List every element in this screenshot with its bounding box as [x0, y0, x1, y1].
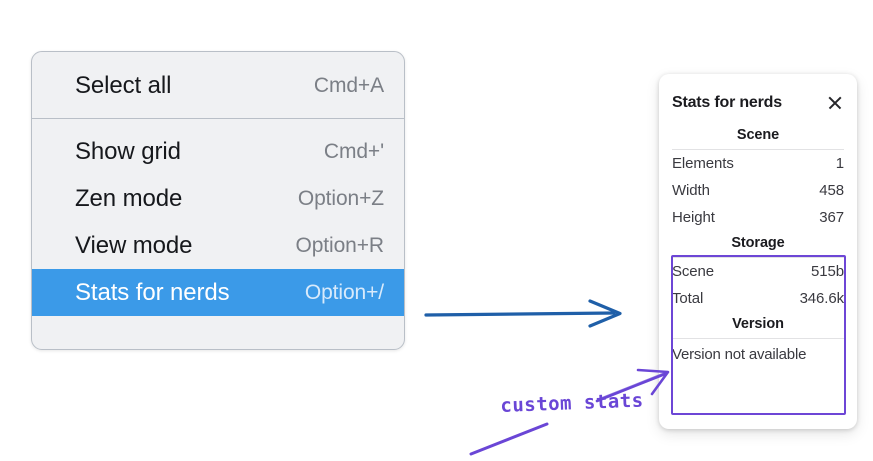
stats-panel-header: Stats for nerds	[672, 74, 844, 123]
menu-item-shortcut: Option+R	[295, 234, 384, 257]
arrow-up-right-icon	[595, 368, 670, 403]
version-note: Version not available	[672, 346, 807, 363]
stat-value: 458	[819, 182, 844, 199]
stat-label: Width	[672, 182, 710, 199]
annotation-underline-stroke	[469, 422, 549, 456]
stats-for-nerds-panel[interactable]: Stats for nerds Scene Elements 1 Width 4…	[659, 74, 857, 429]
stat-label: Scene	[672, 263, 715, 280]
stats-panel-title: Stats for nerds	[672, 94, 782, 111]
stat-row-elements: Elements 1	[672, 150, 844, 177]
stat-row-total-storage: Total 346.6k	[672, 285, 844, 312]
stat-value: 1	[835, 155, 844, 172]
stat-row-width: Width 458	[672, 177, 844, 204]
menu-item-view-mode[interactable]: View mode Option+R	[32, 222, 404, 269]
context-menu[interactable]: Select all Cmd+A Show grid Cmd+' Zen mod…	[31, 51, 405, 350]
stat-label: Height	[672, 209, 715, 226]
stat-row-scene-storage: Scene 515b	[672, 258, 844, 285]
stat-row-height: Height 367	[672, 204, 844, 231]
stat-value: 346.6k	[799, 290, 845, 307]
stat-label: Total	[672, 290, 704, 307]
menu-item-zen-mode[interactable]: Zen mode Option+Z	[32, 175, 404, 222]
divider	[672, 338, 844, 339]
menu-group-top: Select all Cmd+A	[32, 52, 404, 118]
menu-item-shortcut: Option+/	[304, 281, 384, 304]
divider	[672, 149, 844, 150]
section-heading-storage: Storage	[731, 235, 785, 251]
menu-group-bottom: Show grid Cmd+' Zen mode Option+Z View m…	[32, 119, 404, 324]
section-heading-scene: Scene	[736, 127, 780, 143]
arrow-right-icon	[424, 299, 622, 328]
menu-item-label: Select all	[75, 71, 172, 99]
custom-stats-annotation: custom stats	[500, 389, 645, 417]
stat-value: 515b	[811, 263, 844, 280]
stat-label: Elements	[672, 155, 734, 172]
divider	[672, 257, 844, 258]
menu-item-label: Stats for nerds	[75, 278, 230, 306]
menu-item-shortcut: Cmd+A	[313, 74, 384, 97]
menu-item-shortcut: Cmd+'	[323, 140, 384, 163]
section-heading-version: Version	[732, 316, 784, 332]
menu-item-label: Zen mode	[75, 184, 183, 212]
stat-value: 367	[819, 209, 844, 226]
menu-item-show-grid[interactable]: Show grid Cmd+'	[32, 128, 404, 175]
menu-item-shortcut: Option+Z	[297, 187, 384, 210]
menu-separator	[32, 118, 404, 119]
menu-item-label: Show grid	[75, 137, 181, 165]
menu-item-label: View mode	[75, 231, 193, 259]
menu-item-stats-for-nerds[interactable]: Stats for nerds Option+/	[32, 269, 404, 316]
close-icon[interactable]	[826, 94, 844, 112]
menu-item-select-all[interactable]: Select all Cmd+A	[32, 62, 404, 109]
